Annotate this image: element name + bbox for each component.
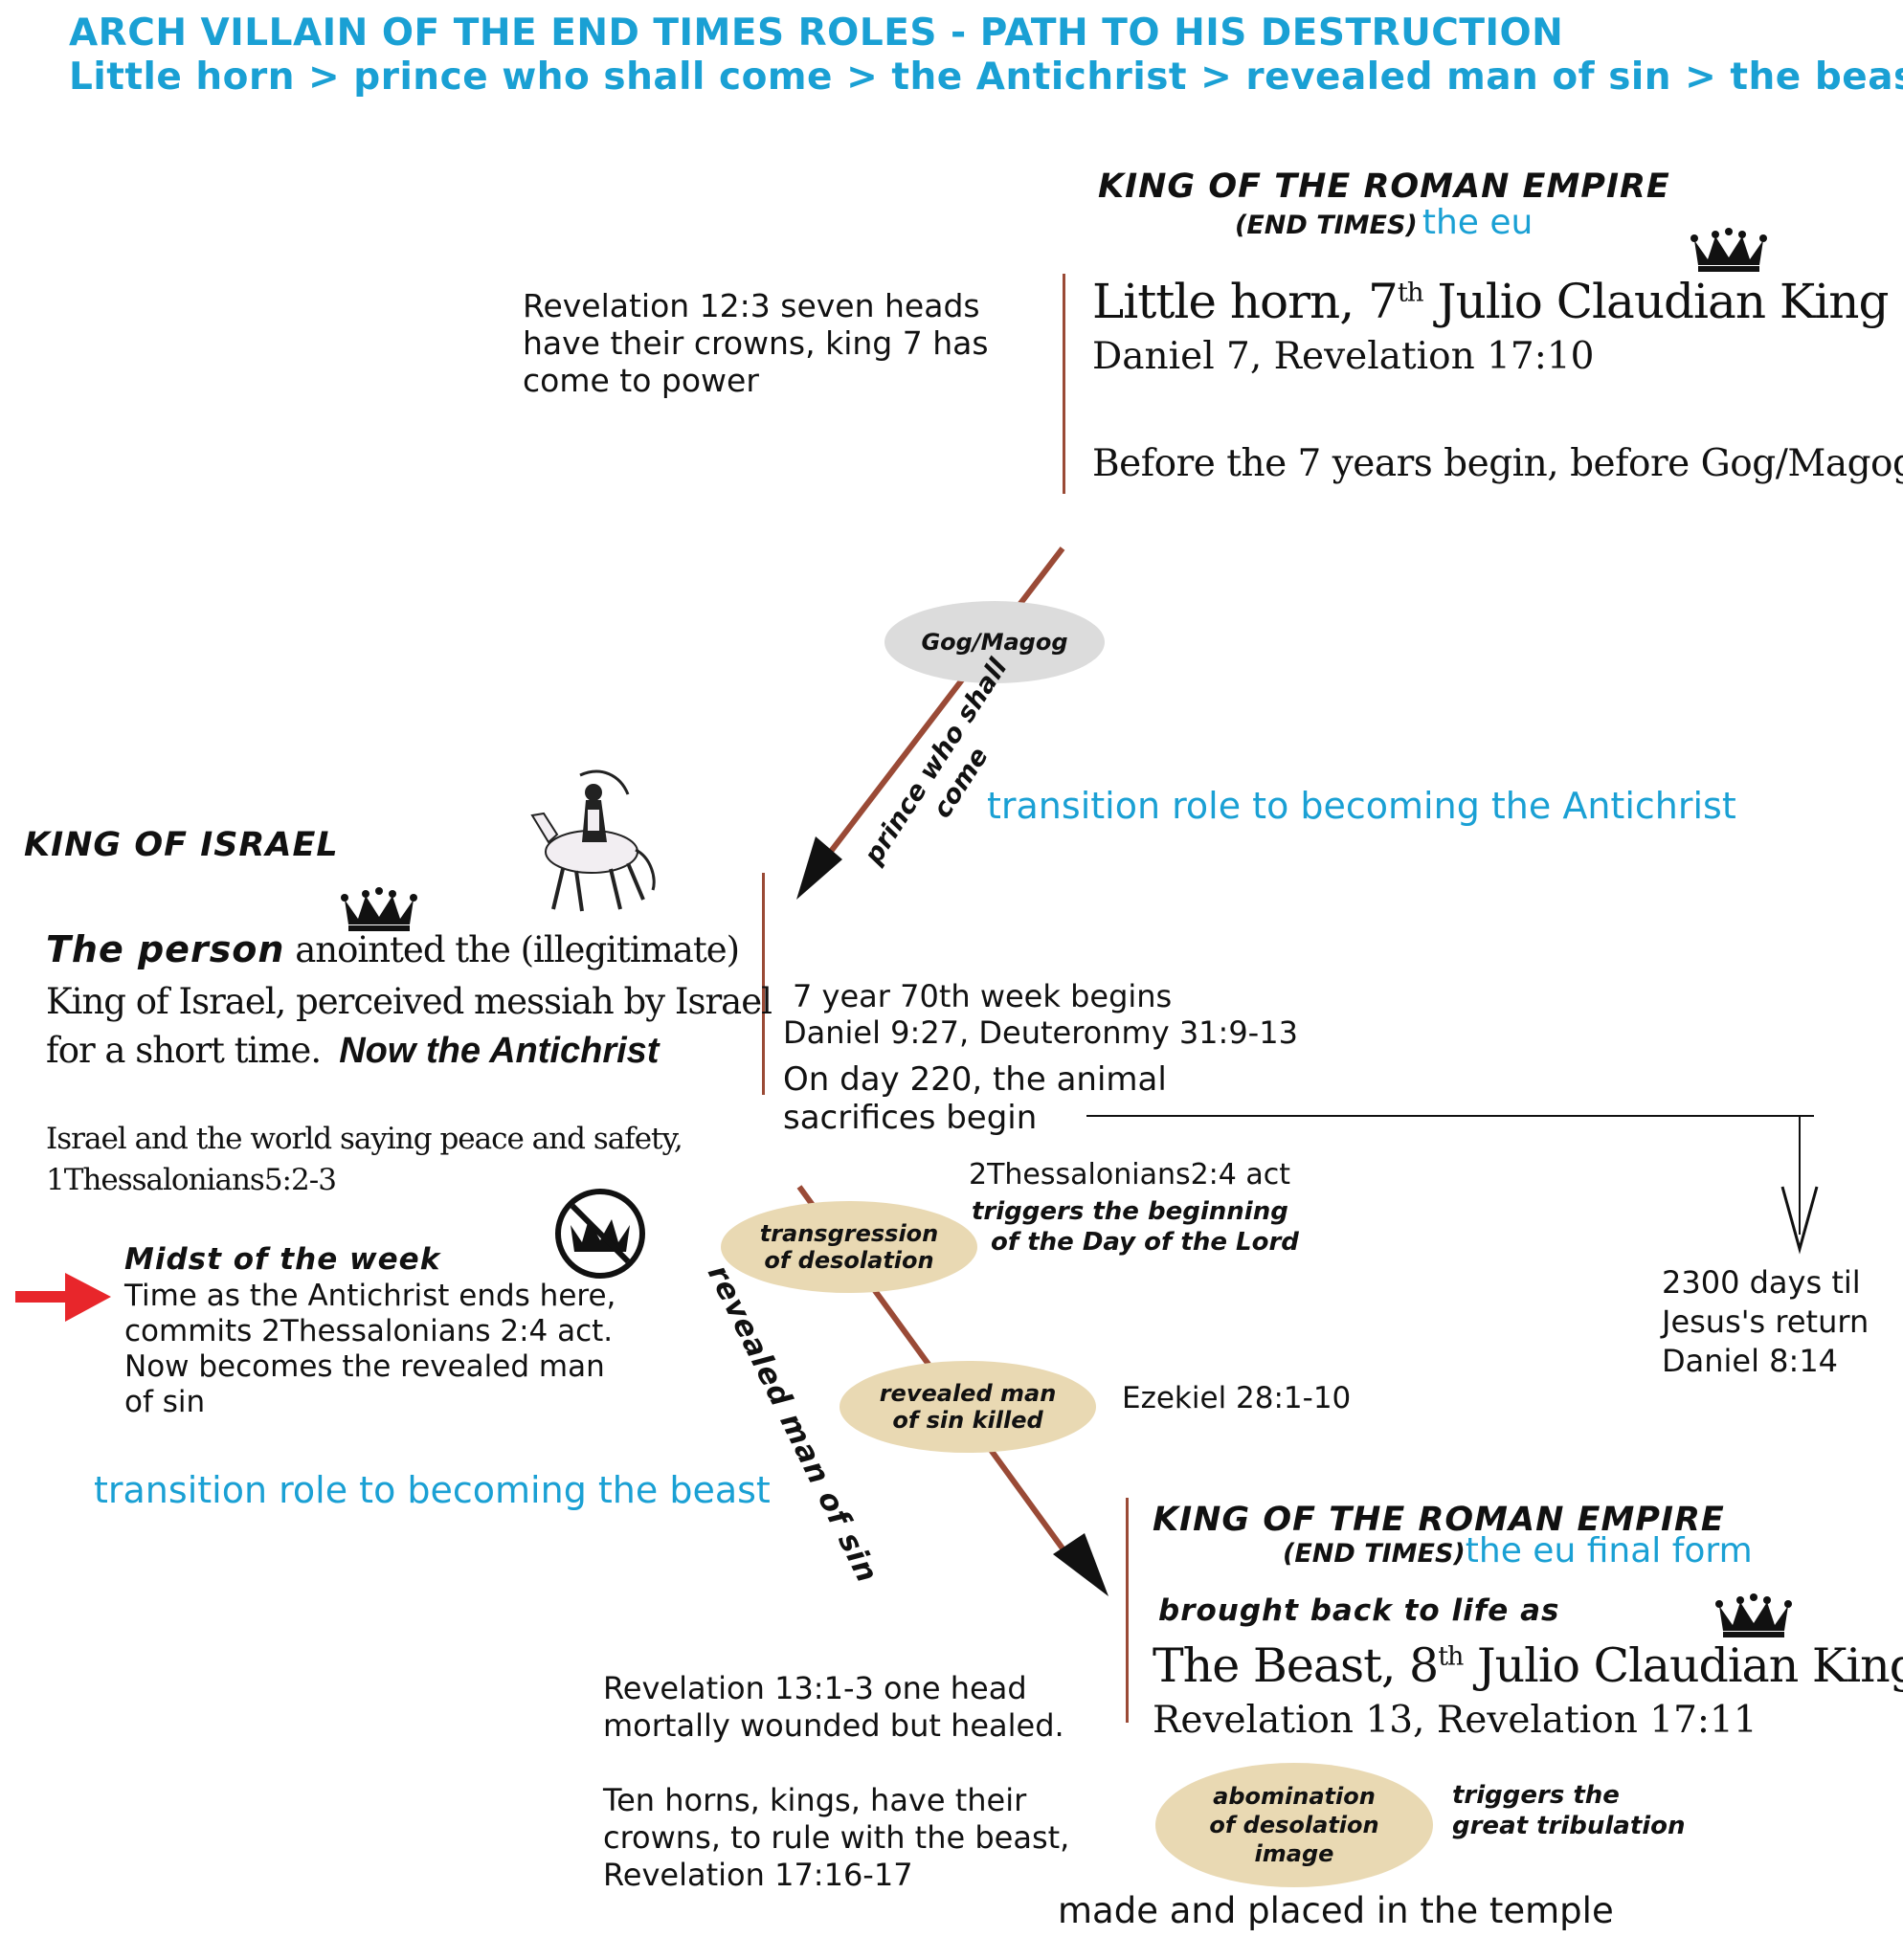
now-the-antichrist: Now the Antichrist [339, 1031, 659, 1071]
rev13-note: Revelation 13:1-3 one head mortally woun… [603, 1670, 1064, 1745]
roman-bottom-refs: Revelation 13, Revelation 17:11 [1153, 1699, 1757, 1742]
gog-magog-label: Gog/Magog [921, 629, 1067, 656]
days-note-line: Daniel 8:14 [1662, 1342, 1869, 1381]
midst-title: Midst of the week [124, 1242, 440, 1277]
roman-top-refs: Daniel 7, Revelation 17:10 [1092, 335, 1594, 378]
israel-title: KING OF ISRAEL [24, 826, 339, 864]
transgression-line: transgression [760, 1220, 939, 1247]
crown-icon [1690, 227, 1767, 273]
trigger-line: of the Day of the Lord [972, 1227, 1299, 1258]
peace-safety-line2: 1Thessalonians5:2-3 [46, 1163, 336, 1197]
separator-top [1063, 274, 1065, 494]
tribulation-line: great tribulation [1452, 1811, 1686, 1841]
rev12-note-line: have their crowns, king 7 has [523, 324, 989, 362]
israel-person-rest: anointed the (illegitimate) [284, 929, 739, 970]
midst-line: Now becomes the revealed man [124, 1349, 616, 1385]
ezekiel-ref: Ezekiel 28:1-10 [1122, 1381, 1351, 1415]
roman-bottom-name-pre: The Beast, 8 [1153, 1638, 1438, 1693]
abomination-line: image [1209, 1839, 1378, 1868]
transgression-line: of desolation [760, 1247, 939, 1274]
rev13-line: mortally wounded but healed. [603, 1707, 1064, 1745]
week-refs: Daniel 9:27, Deuteronmy 31:9-13 [783, 1014, 1298, 1051]
midst-body: Time as the Antichrist ends here, commit… [124, 1279, 616, 1420]
day-of-lord-trigger: triggers the beginning of the Day of the… [972, 1196, 1299, 1258]
roman-bottom-name-post: Julio Claudian King [1463, 1638, 1903, 1693]
ten-horns-line: crowns, to rule with the beast, [603, 1819, 1069, 1857]
roman-top-subtitle-row: (END TIMES) the eu [1235, 203, 1533, 242]
roman-top-name: Little horn, 7th Julio Claudian King [1092, 274, 1888, 329]
horseman-icon [525, 766, 668, 928]
abomination-line: of desolation [1209, 1811, 1378, 1839]
roman-bottom-eu: the eu final form [1466, 1531, 1753, 1570]
red-arrow-icon [15, 1273, 111, 1322]
thess-act: 2Thessalonians2:4 act [969, 1158, 1290, 1192]
killed-line: of sin killed [880, 1407, 1057, 1434]
trigger-line: triggers the beginning [972, 1196, 1299, 1227]
tribulation-line: triggers the [1452, 1780, 1686, 1811]
days-note-line: 2300 days til [1662, 1263, 1869, 1303]
midst-line: Time as the Antichrist ends here, [124, 1279, 616, 1314]
roman-top-name-sup: th [1398, 277, 1423, 307]
killed-line: revealed man [880, 1380, 1057, 1407]
rev13-line: Revelation 13:1-3 one head [603, 1670, 1064, 1707]
ten-horns-note: Ten horns, kings, have their crowns, to … [603, 1782, 1069, 1894]
roman-top-title: KING OF THE ROMAN EMPIRE [1098, 167, 1670, 206]
roman-bottom-subtitle-row: (END TIMES)the eu final form [1283, 1531, 1753, 1570]
crown-icon [341, 886, 417, 932]
peace-safety-line1: Israel and the world saying peace and sa… [46, 1122, 683, 1156]
ten-horns-line: Revelation 17:16-17 [603, 1857, 1069, 1894]
week-begins: 7 year 70th week begins [793, 978, 1172, 1014]
sacrifices-line1: On day 220, the animal [783, 1060, 1167, 1099]
midst-line: of sin [124, 1385, 616, 1420]
great-tribulation-trigger: triggers the great tribulation [1452, 1780, 1686, 1841]
placed-in-temple: made and placed in the temple [1058, 1890, 1614, 1931]
abomination-line: abomination [1209, 1782, 1378, 1811]
rev12-note: Revelation 12:3 seven heads have their c… [523, 287, 989, 399]
roman-bottom-name-sup: th [1438, 1642, 1463, 1672]
ten-horns-line: Ten horns, kings, have their [603, 1782, 1069, 1819]
midst-line: commits 2Thessalonians 2:4 act. [124, 1314, 616, 1349]
israel-person-line1: The person anointed the (illegitimate) [46, 928, 739, 970]
roman-bottom-name: The Beast, 8th Julio Claudian King [1153, 1638, 1903, 1693]
no-crown-icon [553, 1187, 647, 1281]
roman-top-timing: Before the 7 years begin, before Gog/Mag… [1092, 442, 1903, 485]
days-note-line: Jesus's return [1662, 1303, 1869, 1342]
crown-icon [1715, 1592, 1792, 1638]
brought-back-to-life: brought back to life as [1158, 1593, 1559, 1628]
israel-person-bold: The person [46, 928, 284, 970]
separator-bottom [1126, 1498, 1129, 1723]
transition-antichrist: transition role to becoming the Antichri… [987, 785, 1736, 827]
transition-beast: transition role to becoming the beast [94, 1469, 771, 1511]
israel-line3: for a short time. [46, 1030, 321, 1071]
roman-top-name-post: Julio Claudian King [1423, 274, 1889, 329]
days-note: 2300 days til Jesus's return Daniel 8:14 [1662, 1263, 1869, 1381]
roman-top-name-pre: Little horn, 7 [1092, 274, 1398, 329]
sacrifices-line2: sacrifices begin [783, 1099, 1037, 1137]
israel-line2: King of Israel, perceived messiah by Isr… [46, 981, 772, 1022]
roman-bottom-subtitle: (END TIMES) [1283, 1539, 1466, 1569]
israel-line3-row: for a short time. Now the Antichrist [46, 1030, 659, 1072]
rev12-note-line: Revelation 12:3 seven heads [523, 287, 989, 324]
roman-top-subtitle: (END TIMES) [1235, 211, 1418, 240]
roman-top-eu: the eu [1422, 203, 1534, 242]
rev12-note-line: come to power [523, 362, 989, 399]
abomination-ellipse: abomination of desolation image [1155, 1763, 1433, 1887]
